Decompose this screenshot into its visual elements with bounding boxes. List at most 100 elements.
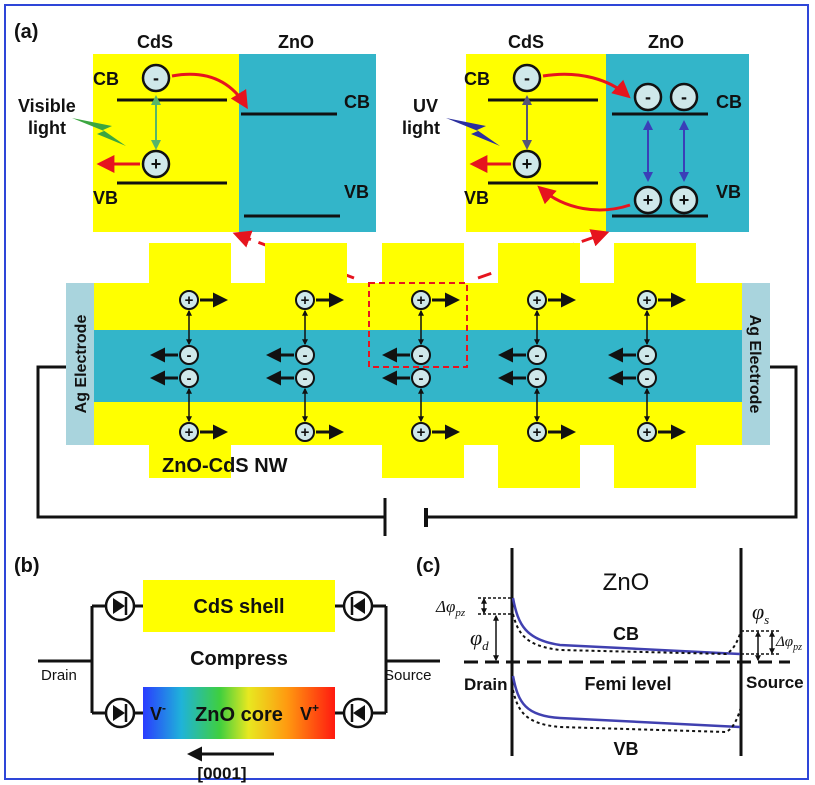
electrode-left-label: Ag Electrode: [73, 315, 90, 414]
cds-label: CdS: [137, 32, 173, 52]
electron-sign: -: [303, 347, 308, 364]
hole-sign: +: [185, 424, 194, 441]
phi-s-label: φs: [752, 599, 769, 627]
ag-electrode-left: [66, 283, 94, 445]
cb-left-label: CB: [464, 69, 490, 89]
cb-curve: [511, 597, 741, 656]
vb-label: VB: [613, 739, 638, 759]
electron-circle: [295, 345, 315, 365]
hole-sign: +: [301, 424, 310, 441]
hole-sign: +: [533, 424, 542, 441]
uv-light-icon: [446, 118, 500, 146]
zno-title: ZnO: [603, 569, 650, 596]
v-plus-label: V+: [300, 701, 319, 724]
cds-shell-block: [143, 580, 335, 632]
external-circuit: [36, 365, 798, 536]
hole-transfer-arrow: [537, 185, 631, 212]
zno-hole-sign: +: [679, 190, 690, 210]
vb-right-label: VB: [344, 182, 369, 202]
hole-circle: [637, 422, 657, 442]
panel-c-band-diagram: ZnO CB Femi level Drain Source VB Δφpz φ…: [435, 548, 804, 759]
electron-sign: -: [419, 370, 424, 387]
electron-sign: -: [419, 347, 424, 364]
electron-sign: -: [535, 370, 540, 387]
cb-left-label: CB: [93, 69, 119, 89]
zno-hole-circle: [669, 185, 699, 215]
vb-left-label: VB: [93, 188, 118, 208]
core-label: ZnO core: [195, 704, 283, 726]
electron-circle: [637, 368, 657, 388]
carrier-groups: +--++--++--++--++--+: [150, 290, 686, 442]
electron-sign: -: [303, 370, 308, 387]
hole-sign: +: [643, 424, 652, 441]
electron-circle: [512, 63, 542, 93]
phi-d-label: φd: [470, 625, 489, 653]
electron-sign: -: [535, 347, 540, 364]
electron-circle: [411, 368, 431, 388]
electron-circle: [179, 345, 199, 365]
hole-circle: [527, 290, 547, 310]
cb-right-label: CB: [716, 92, 742, 112]
hole-sign: +: [151, 154, 162, 174]
electron-sign: -: [187, 347, 192, 364]
hole-sign: +: [643, 292, 652, 309]
zno-electron-sign: -: [645, 87, 651, 107]
hole-sign: +: [185, 292, 194, 309]
nanowire-device: Ag Electrode Ag Electrode +--++--++--++-…: [66, 243, 770, 488]
hole-circle: [179, 422, 199, 442]
electron-circle: [527, 345, 547, 365]
hole-circle: [295, 290, 315, 310]
electron-sign: -: [153, 68, 159, 88]
ag-electrode-right: [742, 283, 770, 445]
light-label-2: light: [28, 118, 66, 138]
band-diagram-visible: CdS ZnO CB VB CB VB - + Visible light: [18, 32, 376, 232]
diode-icon: [104, 590, 136, 622]
electron-sign: -: [645, 347, 650, 364]
zno-hole-circle: [633, 185, 663, 215]
cb-label: CB: [613, 624, 639, 644]
electron-transfer-arrow: [171, 72, 248, 110]
hole-circle: [637, 290, 657, 310]
drain-label: Drain: [464, 675, 507, 694]
panel-b-circuit: CdS shell Compress V- ZnO core V+ Drain …: [38, 580, 440, 783]
zno-hole-sign: +: [643, 190, 654, 210]
electron-sign: -: [187, 370, 192, 387]
electron-circle: [637, 345, 657, 365]
hole-circle: [179, 290, 199, 310]
shell-label: CdS shell: [193, 596, 284, 618]
hole-circle: [141, 149, 171, 179]
v-minus-label: V-: [150, 701, 166, 724]
visible-light-icon: [72, 118, 126, 146]
electron-circle: [527, 368, 547, 388]
diode-icon: [342, 697, 374, 729]
figure-frame: [4, 4, 809, 780]
hole-sign: +: [301, 292, 310, 309]
drain-label: Drain: [41, 667, 77, 684]
hole-sign: +: [417, 292, 426, 309]
zno-region: [239, 54, 376, 232]
electron-circle: [179, 368, 199, 388]
zno-label: ZnO: [278, 32, 314, 52]
zno-electron-circle: [669, 82, 699, 112]
electron-circle: [411, 345, 431, 365]
source-label: Source: [746, 673, 804, 692]
cds-label: CdS: [508, 32, 544, 52]
light-label-1: UV: [413, 96, 438, 116]
zno-electron-sign: -: [681, 87, 687, 107]
band-diagram-uv: CdS ZnO CB VB CB VB - + - - + + UV light: [402, 32, 749, 232]
hole-circle: [295, 422, 315, 442]
zoom-box: [368, 282, 468, 368]
diode-icon: [104, 697, 136, 729]
cb-curve-initial: [512, 613, 742, 656]
zno-electron-circle: [633, 82, 663, 112]
hole-circle: [411, 290, 431, 310]
electron-circle: [141, 63, 171, 93]
schottky-diodes: [104, 590, 374, 729]
hole-sign: +: [417, 424, 426, 441]
panel-label-a: (a): [14, 21, 38, 43]
delta-phi-pz-source: Δφpz: [775, 634, 802, 653]
hole-sign: +: [522, 154, 533, 174]
light-label-2: light: [402, 118, 440, 138]
electron-sign: -: [524, 68, 530, 88]
